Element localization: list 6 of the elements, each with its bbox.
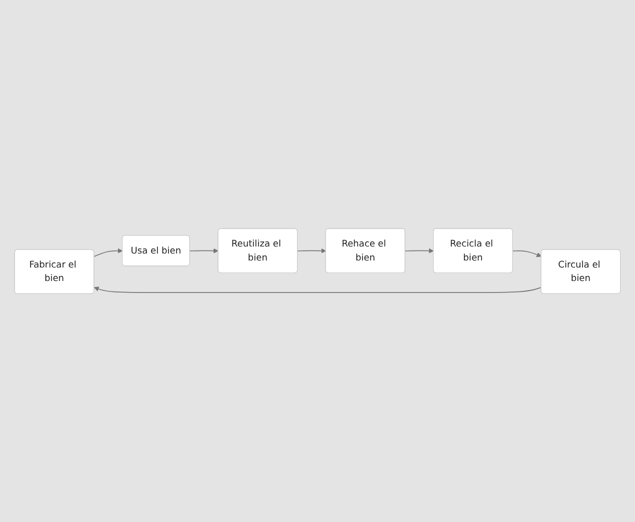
arrow (94, 286, 542, 293)
arrow (404, 248, 434, 254)
arrow (94, 248, 123, 257)
arrow (297, 248, 326, 254)
arrow (512, 250, 542, 257)
arrow (190, 248, 219, 254)
